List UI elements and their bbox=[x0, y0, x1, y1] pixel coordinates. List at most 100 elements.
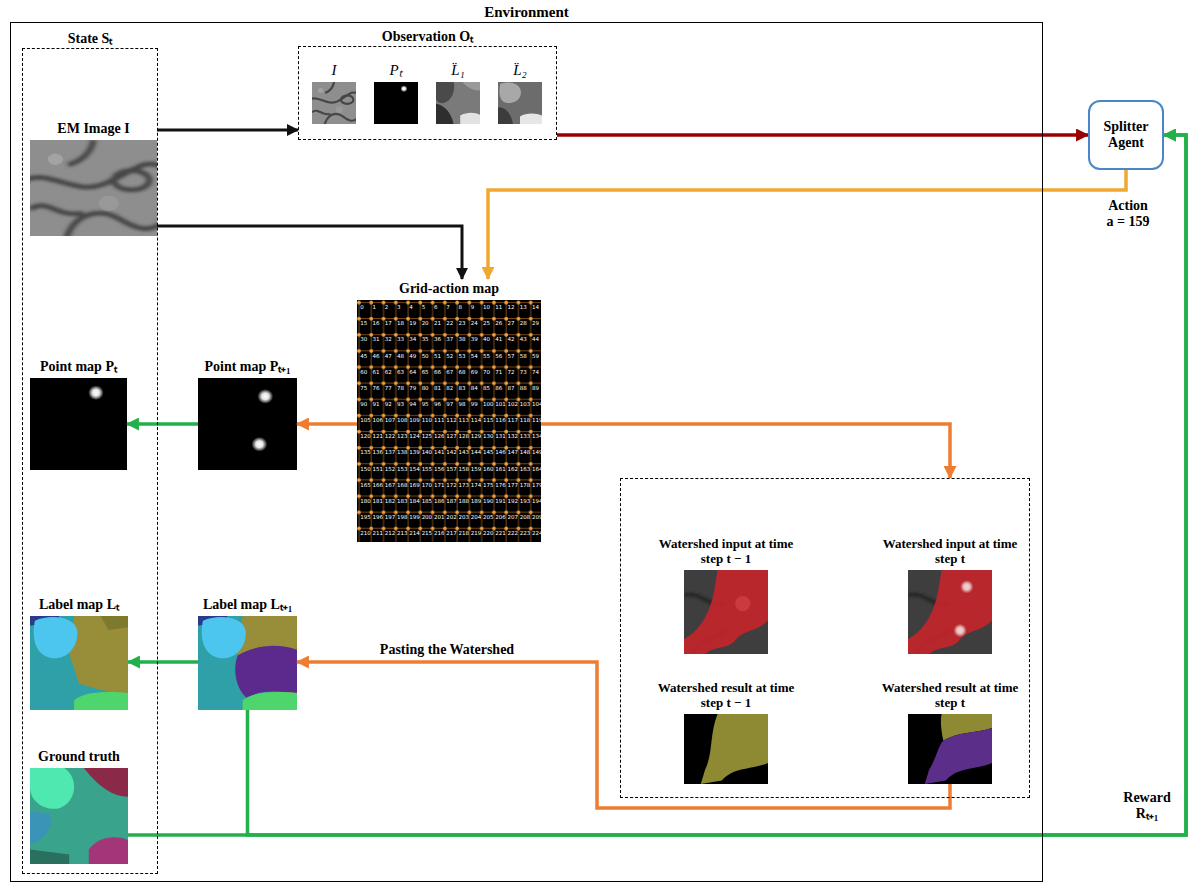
tile-label: L̈₁ bbox=[451, 62, 466, 79]
grid-number: 64 bbox=[409, 370, 416, 376]
grid-number: 157 bbox=[446, 467, 457, 473]
grid-number: 25 bbox=[483, 321, 490, 327]
grid-number: 163 bbox=[520, 467, 531, 473]
grid-number: 28 bbox=[520, 321, 527, 327]
grid-number: 197 bbox=[385, 515, 396, 521]
grid-number: 172 bbox=[446, 483, 457, 489]
grid-number: 218 bbox=[458, 531, 469, 537]
grid-number: 21 bbox=[434, 321, 441, 327]
grid-number: 86 bbox=[495, 386, 502, 392]
grid-number: 88 bbox=[520, 386, 527, 392]
tile-label: Pₜ bbox=[389, 62, 404, 79]
grid-number: 180 bbox=[360, 499, 371, 505]
grid-number: 120 bbox=[360, 434, 371, 440]
grid-number: 219 bbox=[471, 531, 482, 537]
grid-number: 15 bbox=[360, 321, 367, 327]
grid-number: 56 bbox=[495, 354, 502, 360]
grid-number: 216 bbox=[434, 531, 445, 537]
grid-number: 117 bbox=[508, 418, 519, 424]
grid-number: 127 bbox=[446, 434, 457, 440]
grid-number: 70 bbox=[483, 370, 490, 376]
grid-number: 194 bbox=[532, 499, 543, 505]
grid-number: 116 bbox=[495, 418, 506, 424]
grid-number: 48 bbox=[397, 354, 404, 360]
grid-number: 79 bbox=[409, 386, 416, 392]
grid-number: 220 bbox=[483, 531, 494, 537]
grid-number: 123 bbox=[397, 434, 408, 440]
grid-number: 156 bbox=[434, 467, 445, 473]
grid-number: 12 bbox=[508, 305, 515, 311]
grid-number: 60 bbox=[360, 370, 367, 376]
grid-number: 17 bbox=[385, 321, 392, 327]
grid-number: 213 bbox=[397, 531, 408, 537]
image-tile: Watershed input at time step t bbox=[878, 537, 1023, 654]
grid-number: 206 bbox=[495, 515, 506, 521]
grid-number: 142 bbox=[446, 450, 457, 456]
box-heading: Observation Oₜ bbox=[269, 29, 586, 45]
grid-number: 153 bbox=[397, 467, 408, 473]
grid-number: 160 bbox=[483, 467, 494, 473]
tile-label: EM Image I bbox=[57, 121, 131, 137]
grid-number: 161 bbox=[495, 467, 506, 473]
connector-arrow bbox=[248, 135, 1187, 835]
grid-number: 33 bbox=[397, 337, 404, 343]
grid-number: 58 bbox=[520, 354, 527, 360]
grid-number: 224 bbox=[532, 531, 543, 537]
grid-number: 133 bbox=[520, 434, 531, 440]
grid-number: 39 bbox=[471, 337, 478, 343]
grid-number: 173 bbox=[458, 483, 469, 489]
grid-number: 192 bbox=[508, 499, 519, 505]
grid-number: 57 bbox=[508, 354, 515, 360]
grid-number: 112 bbox=[446, 418, 457, 424]
grid-number: 221 bbox=[495, 531, 506, 537]
grid-number: 212 bbox=[385, 531, 396, 537]
grid-number: 71 bbox=[495, 370, 502, 376]
grid-number: 99 bbox=[471, 402, 478, 408]
grid-number: 182 bbox=[385, 499, 396, 505]
tile-label: Watershed input at time step t − 1 bbox=[656, 537, 796, 567]
grid-number: 94 bbox=[409, 402, 416, 408]
grid-number: 82 bbox=[446, 386, 453, 392]
grid-number: 134 bbox=[532, 434, 543, 440]
grid-number: 61 bbox=[373, 370, 380, 376]
grid-number: 78 bbox=[397, 386, 404, 392]
grid-number: 188 bbox=[458, 499, 469, 505]
grid-number: 68 bbox=[458, 370, 465, 376]
grid-number: 179 bbox=[532, 483, 543, 489]
grid-number: 77 bbox=[385, 386, 392, 392]
grid-number: 175 bbox=[483, 483, 494, 489]
tile-label: Label map Lₜ bbox=[38, 597, 120, 613]
grid-number: 159 bbox=[471, 467, 482, 473]
grid-number: 132 bbox=[508, 434, 519, 440]
tile-label: Ground truth bbox=[38, 749, 121, 765]
grid-number: 62 bbox=[385, 370, 392, 376]
grid-number: 130 bbox=[483, 434, 494, 440]
grid-number: 46 bbox=[373, 354, 380, 360]
grid-number: 40 bbox=[483, 337, 490, 343]
grid-number: 103 bbox=[520, 402, 531, 408]
grid-number: 217 bbox=[446, 531, 457, 537]
connector-arrow bbox=[157, 226, 462, 279]
grid-number: 211 bbox=[373, 531, 384, 537]
grid-number: 74 bbox=[532, 370, 539, 376]
grid-number: 177 bbox=[508, 483, 519, 489]
image-tile: Point map Pₜ₊₁ bbox=[198, 359, 297, 470]
image-tile: Pₜ bbox=[374, 62, 418, 124]
connector-arrow bbox=[557, 133, 1088, 137]
connector-arrow bbox=[488, 170, 1126, 279]
grid-number: 135 bbox=[360, 450, 371, 456]
image-tile: Point map Pₜ bbox=[30, 359, 127, 470]
grid-number: 36 bbox=[434, 337, 441, 343]
grid-number: 162 bbox=[508, 467, 519, 473]
grid-number: 137 bbox=[385, 450, 396, 456]
grid-number: 191 bbox=[495, 499, 506, 505]
grid-number: 23 bbox=[458, 321, 465, 327]
grid-number: 126 bbox=[434, 434, 445, 440]
grid-number: 151 bbox=[373, 467, 384, 473]
grid-number: 145 bbox=[483, 450, 494, 456]
grid-number: 38 bbox=[458, 337, 465, 343]
grid-number: 72 bbox=[508, 370, 515, 376]
grid-number: 144 bbox=[471, 450, 482, 456]
grid-number: 59 bbox=[532, 354, 539, 360]
